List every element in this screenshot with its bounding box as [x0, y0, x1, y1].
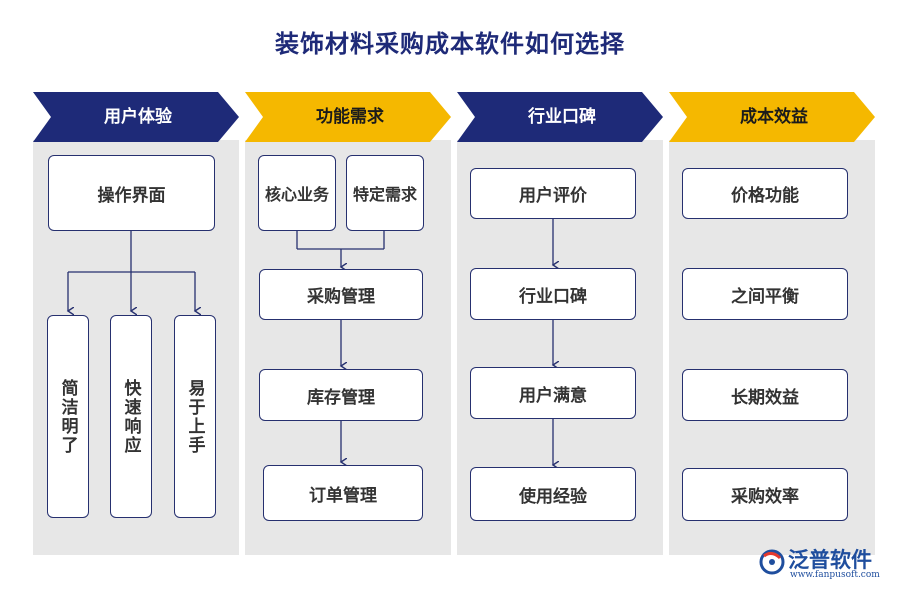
box-operation-interface: 操作界面 [48, 155, 215, 231]
box-price-function: 价格功能 [682, 168, 848, 219]
box-specific-needs: 特定需求 [346, 155, 424, 231]
header-label-3: 行业口碑 [528, 107, 596, 127]
header-label-1: 用户体验 [104, 107, 172, 127]
box-purchase-management: 采购管理 [259, 269, 423, 320]
logo-swirl-icon [759, 549, 785, 575]
header-banner-4: 成本效益 [669, 92, 879, 142]
header-banner-1: 用户体验 [33, 92, 243, 142]
brand-logo: 泛普软件 www.fanpusoft.com [758, 544, 888, 584]
chevron-banner-shape [33, 92, 239, 142]
box-purchase-efficiency: 采购效率 [682, 468, 848, 521]
box-fast-response: 快速响应 [110, 315, 152, 518]
box-simple-clear: 简洁明了 [47, 315, 89, 518]
box-long-term-benefit: 长期效益 [682, 369, 848, 421]
box-user-satisfaction: 用户满意 [470, 367, 636, 419]
box-balance-between: 之间平衡 [682, 268, 848, 320]
chevron-banner-shape [245, 92, 451, 142]
chevron-banner-shape [457, 92, 663, 142]
header-banner-3: 行业口碑 [457, 92, 667, 142]
box-usage-experience: 使用经验 [470, 467, 636, 521]
logo-url: www.fanpusoft.com [790, 570, 880, 580]
box-industry-reputation: 行业口碑 [470, 268, 636, 320]
box-inventory-management: 库存管理 [259, 369, 423, 421]
logo-name: 泛普软件 [788, 548, 872, 572]
box-user-reviews: 用户评价 [470, 168, 636, 219]
page-title: 装饰材料采购成本软件如何选择 [275, 30, 625, 58]
header-label-2: 功能需求 [316, 107, 384, 127]
box-core-business: 核心业务 [258, 155, 336, 231]
box-order-management: 订单管理 [263, 465, 423, 521]
chevron-banner-shape [669, 92, 875, 142]
box-easy-start: 易于上手 [174, 315, 216, 518]
header-label-4: 成本效益 [740, 107, 808, 127]
header-banner-2: 功能需求 [245, 92, 455, 142]
